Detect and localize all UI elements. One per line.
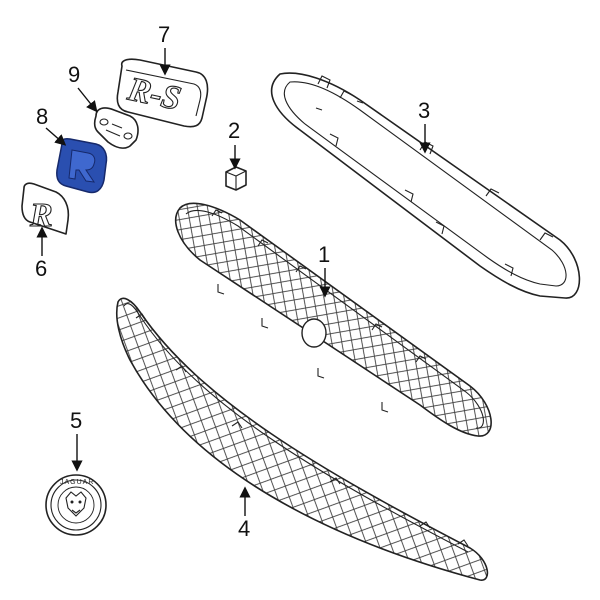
callout-label-6: 6: [35, 256, 47, 281]
callout-5: 5: [70, 408, 83, 472]
callout-label-7: 7: [158, 22, 170, 47]
callout-label-4: 4: [238, 516, 250, 541]
callout-4: 4: [238, 486, 251, 541]
upper-grille-surround: [270, 72, 581, 299]
callout-label-5: 5: [70, 408, 82, 433]
badge-bracket: [93, 107, 139, 149]
r-badge-text: R: [29, 197, 53, 234]
callout-9: 9: [68, 62, 98, 113]
callout-8: 8: [36, 104, 67, 146]
highlighted-r-badge: [56, 138, 108, 194]
callout-1: 1: [318, 242, 331, 298]
callout-6: 6: [35, 226, 48, 281]
callout-label-2: 2: [228, 118, 240, 143]
callout-2: 2: [228, 118, 241, 170]
lower-grille: [115, 297, 489, 581]
jaguar-emblem: JAGUAR: [45, 474, 107, 536]
callout-label-1: 1: [318, 242, 330, 267]
callout-3: 3: [418, 98, 431, 154]
clip-part: [225, 166, 247, 191]
r-badge: R: [21, 182, 70, 235]
callout-7: 7: [158, 22, 171, 76]
callout-label-8: 8: [36, 104, 48, 129]
callout-label-9: 9: [68, 62, 80, 87]
rs-badge-text: R-S: [124, 71, 184, 118]
emblem-text: JAGUAR: [60, 479, 94, 486]
main-grille: [175, 202, 492, 437]
callout-label-3: 3: [418, 98, 430, 123]
